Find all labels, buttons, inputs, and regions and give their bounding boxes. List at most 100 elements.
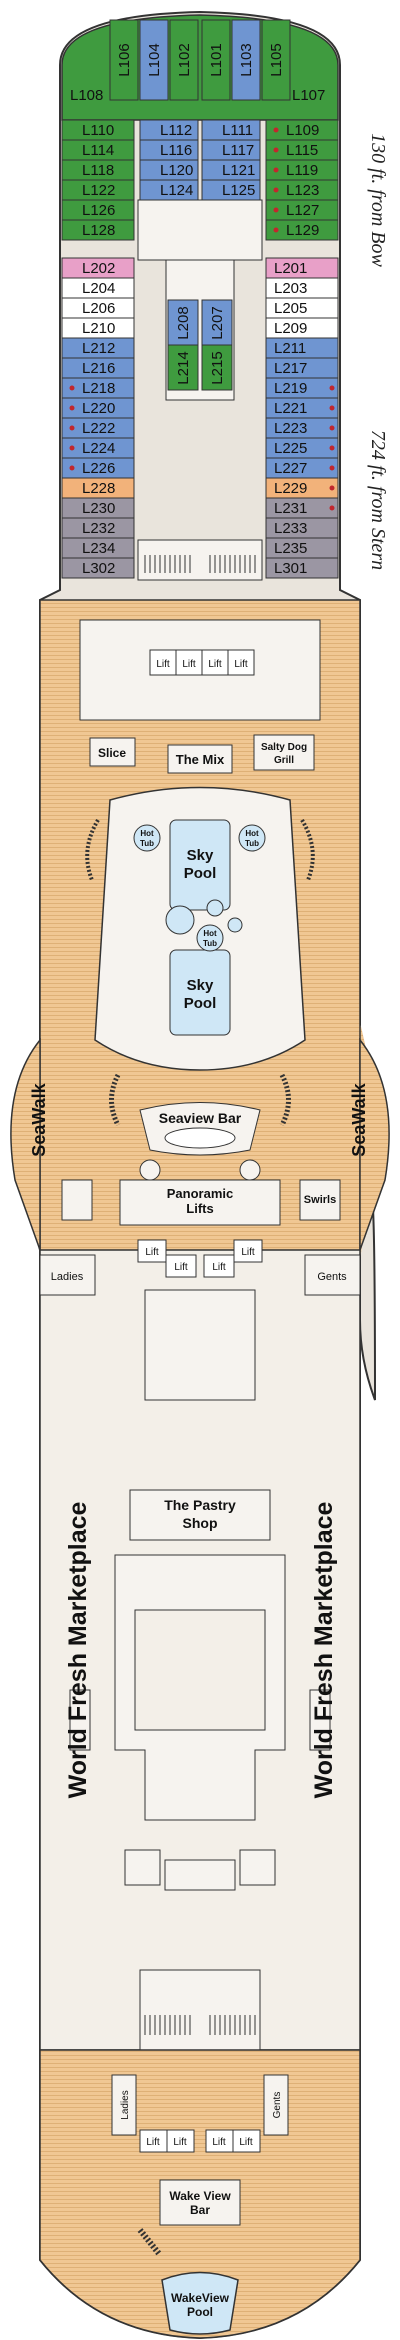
- cabin-L217[interactable]: L217: [274, 360, 307, 377]
- wake-view-bar-label-2[interactable]: Bar: [190, 2203, 210, 2217]
- cabin-L127[interactable]: L127: [286, 202, 319, 219]
- lift-mid-4[interactable]: Lift: [241, 1247, 255, 1258]
- lift-2[interactable]: Lift: [182, 659, 196, 670]
- cabin-L232[interactable]: L232: [82, 520, 115, 537]
- cabin-L119[interactable]: L119: [286, 162, 318, 179]
- cabin-L228[interactable]: L228: [82, 480, 115, 497]
- salty-dog-label[interactable]: Salty Dog: [261, 742, 307, 753]
- cabin-L225[interactable]: L225: [274, 440, 307, 457]
- cabin-L108[interactable]: L108: [70, 87, 103, 104]
- cabin-L128[interactable]: L128: [82, 222, 115, 239]
- ladies-label-aft[interactable]: Ladies: [120, 2090, 131, 2119]
- panoramic-lifts-label-2[interactable]: Lifts: [186, 1201, 213, 1216]
- lift-3[interactable]: Lift: [208, 659, 222, 670]
- lift-1[interactable]: Lift: [156, 659, 170, 670]
- swirls-label[interactable]: Swirls: [304, 1194, 336, 1206]
- cabin-L114[interactable]: L114: [82, 142, 114, 159]
- lift-aft-4[interactable]: Lift: [239, 2137, 253, 2148]
- cabin-L116[interactable]: L116: [160, 142, 192, 159]
- cabin-L103[interactable]: L103: [238, 43, 255, 76]
- cabin-L122[interactable]: L122: [82, 182, 115, 199]
- seaview-bar-label[interactable]: Seaview Bar: [159, 1110, 242, 1126]
- cabin-L115[interactable]: L115: [286, 142, 318, 159]
- cabin-L111[interactable]: L111: [222, 122, 253, 139]
- lift-aft-2[interactable]: Lift: [173, 2137, 187, 2148]
- cabin-L223[interactable]: L223: [274, 420, 307, 437]
- cabin-L226[interactable]: L226: [82, 460, 115, 477]
- sky-pool-lower-label-2[interactable]: Pool: [184, 995, 217, 1012]
- cabin-L104[interactable]: L104: [146, 43, 163, 76]
- lift-mid-2[interactable]: Lift: [174, 1262, 188, 1273]
- cabin-L129[interactable]: L129: [286, 222, 319, 239]
- cabin-L101[interactable]: L101: [208, 43, 225, 76]
- cabin-L221[interactable]: L221: [274, 400, 307, 417]
- cabin-L124[interactable]: L124: [160, 182, 193, 199]
- lift-aft-1[interactable]: Lift: [146, 2137, 160, 2148]
- cabin-L117[interactable]: L117: [222, 142, 254, 159]
- gents-label-aft[interactable]: Gents: [272, 2092, 283, 2119]
- marketplace-label-left[interactable]: World Fresh Marketplace: [64, 1501, 92, 1798]
- cabin-L235[interactable]: L235: [274, 540, 307, 557]
- cabin-L209[interactable]: L209: [274, 320, 307, 337]
- cabin-L218[interactable]: L218: [82, 380, 115, 397]
- lift-aft-3[interactable]: Lift: [212, 2137, 226, 2148]
- cabin-L224[interactable]: L224: [82, 440, 115, 457]
- the-mix-label[interactable]: The Mix: [176, 752, 225, 767]
- panoramic-lifts-label-1[interactable]: Panoramic: [167, 1186, 233, 1201]
- cabin-L216[interactable]: L216: [82, 360, 115, 377]
- cabin-L107[interactable]: L107: [292, 87, 325, 104]
- ladies-label-upper[interactable]: Ladies: [51, 1271, 84, 1283]
- cabin-L109[interactable]: L109: [286, 122, 319, 139]
- pastry-shop-label-1[interactable]: The Pastry: [164, 1497, 236, 1513]
- sky-pool-upper-label-2[interactable]: Pool: [184, 865, 217, 882]
- cabin-L204[interactable]: L204: [82, 280, 115, 297]
- sky-pool-upper-label-1[interactable]: Sky: [187, 847, 214, 864]
- cabin-L210[interactable]: L210: [82, 320, 115, 337]
- slice-label[interactable]: Slice: [98, 746, 126, 760]
- wakeview-pool-label-2[interactable]: Pool: [187, 2305, 213, 2319]
- cabin-L105[interactable]: L105: [268, 43, 285, 76]
- wakeview-pool-label-1[interactable]: WakeView: [171, 2291, 230, 2305]
- lift-mid-3[interactable]: Lift: [212, 1262, 226, 1273]
- wake-view-bar-label-1[interactable]: Wake View: [169, 2189, 231, 2203]
- marketplace-label-right[interactable]: World Fresh Marketplace: [310, 1501, 338, 1798]
- cabin-L211[interactable]: L211: [274, 340, 306, 357]
- lift-mid-1[interactable]: Lift: [145, 1247, 159, 1258]
- cabin-L220[interactable]: L220: [82, 400, 115, 417]
- cabin-L205[interactable]: L205: [274, 300, 307, 317]
- cabin-L230[interactable]: L230: [82, 500, 115, 517]
- cabin-L234[interactable]: L234: [82, 540, 115, 557]
- cabin-L120[interactable]: L120: [160, 162, 193, 179]
- cabin-L233[interactable]: L233: [274, 520, 307, 537]
- cabin-L214[interactable]: L214: [175, 351, 192, 384]
- cabin-L215[interactable]: L215: [209, 351, 226, 384]
- cabin-L231[interactable]: L231: [274, 500, 307, 517]
- cabin-L118[interactable]: L118: [82, 162, 114, 179]
- gents-label-upper[interactable]: Gents: [317, 1271, 347, 1283]
- salty-dog-grill-label[interactable]: Grill: [274, 755, 294, 766]
- pastry-shop-label-2[interactable]: Shop: [183, 1515, 218, 1531]
- cabin-L207[interactable]: L207: [209, 306, 226, 339]
- cabin-L202[interactable]: L202: [82, 260, 115, 277]
- cabin-L110[interactable]: L110: [82, 122, 114, 139]
- cabin-L301[interactable]: L301: [274, 560, 307, 577]
- cabin-L126[interactable]: L126: [82, 202, 115, 219]
- cabin-L112[interactable]: L112: [160, 122, 192, 139]
- cabin-L201[interactable]: L201: [274, 260, 307, 277]
- cabin-L302[interactable]: L302: [82, 560, 115, 577]
- cabin-L208[interactable]: L208: [175, 306, 192, 339]
- cabin-L206[interactable]: L206: [82, 300, 115, 317]
- cabin-L123[interactable]: L123: [286, 182, 319, 199]
- cabin-L121[interactable]: L121: [222, 162, 255, 179]
- sky-pool-lower-label-1[interactable]: Sky: [187, 977, 214, 994]
- cabin-L203[interactable]: L203: [274, 280, 307, 297]
- cabin-L227[interactable]: L227: [274, 460, 307, 477]
- cabin-L212[interactable]: L212: [82, 340, 115, 357]
- cabin-L219[interactable]: L219: [274, 380, 307, 397]
- cabin-L102[interactable]: L102: [176, 43, 193, 76]
- cabin-L222[interactable]: L222: [82, 420, 115, 437]
- lift-4[interactable]: Lift: [234, 659, 248, 670]
- cabin-L106[interactable]: L106: [116, 43, 133, 76]
- cabin-L229[interactable]: L229: [274, 480, 307, 497]
- cabin-L125[interactable]: L125: [222, 182, 255, 199]
